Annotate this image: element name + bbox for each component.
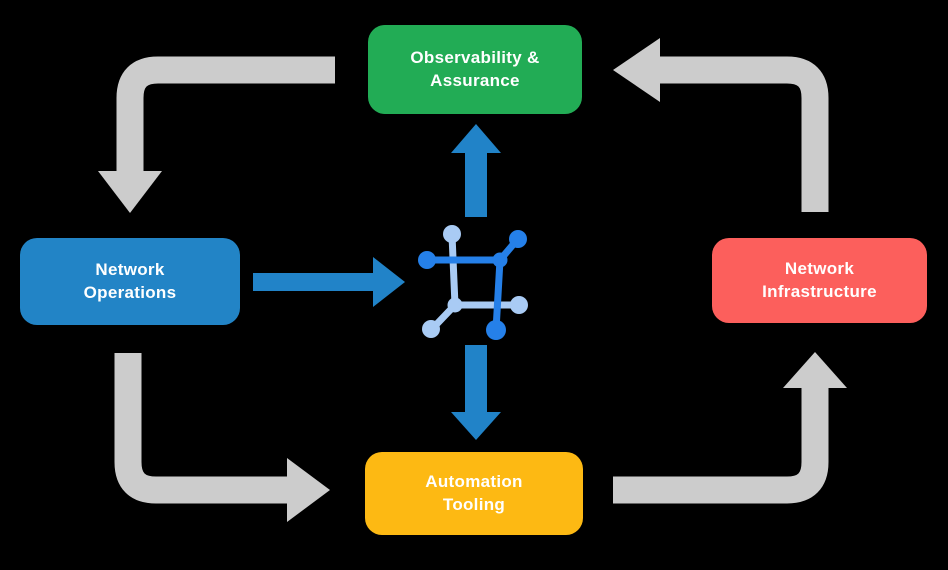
arrow-observability-to-operations xyxy=(98,56,335,213)
arrow-head-up-icon xyxy=(451,124,501,153)
node-label-line: Tooling xyxy=(442,494,506,514)
icon-node-left xyxy=(418,251,436,269)
arrow-icon-to-automation xyxy=(451,345,501,440)
icon-node-right xyxy=(510,296,528,314)
node-network-infrastructure: Network Infrastructure xyxy=(712,238,927,323)
icon-node-bottom xyxy=(486,320,506,340)
icon-node-top-right xyxy=(509,230,527,248)
node-automation-tooling: Automation Tooling xyxy=(365,452,583,535)
node-observability-assurance: Observability & Assurance xyxy=(368,25,582,114)
arrow-head-down-icon xyxy=(98,171,162,213)
arrow-head-right-icon xyxy=(373,257,405,307)
arrow-operations-to-automation xyxy=(114,353,330,522)
arrow-head-right-icon xyxy=(287,458,330,522)
arrow-operations-to-icon xyxy=(253,257,405,307)
arrow-head-up-icon xyxy=(783,352,847,388)
node-label-line: Network xyxy=(95,260,165,280)
arrow-shaft xyxy=(114,353,289,504)
node-label-line: Infrastructure xyxy=(762,281,877,301)
arrow-automation-to-infrastructure xyxy=(613,352,847,504)
arrow-head-down-icon xyxy=(451,412,501,440)
icon-left-edge xyxy=(448,231,459,309)
icon-node-bottom-left xyxy=(422,320,440,338)
node-label-line: Assurance xyxy=(430,70,520,90)
icon-junction-bottom-left xyxy=(447,297,463,313)
node-label-line: Operations xyxy=(83,282,177,302)
arrow-shaft xyxy=(613,386,829,504)
arrow-shaft xyxy=(116,56,335,173)
arrow-head-left-icon xyxy=(613,38,660,102)
network-platform-icon xyxy=(418,225,528,340)
icon-right-edge xyxy=(492,256,504,334)
icon-node-top xyxy=(443,225,461,243)
icon-junction-top-right xyxy=(492,252,508,268)
node-label-line: Observability & xyxy=(410,48,540,68)
node-label-line: Automation xyxy=(425,472,523,492)
arrow-infrastructure-to-observability xyxy=(613,38,829,212)
arrow-shaft xyxy=(658,56,829,212)
arrow-icon-to-observability xyxy=(451,124,501,217)
node-network-operations: Network Operations xyxy=(20,238,240,325)
node-label-line: Network xyxy=(784,259,855,279)
